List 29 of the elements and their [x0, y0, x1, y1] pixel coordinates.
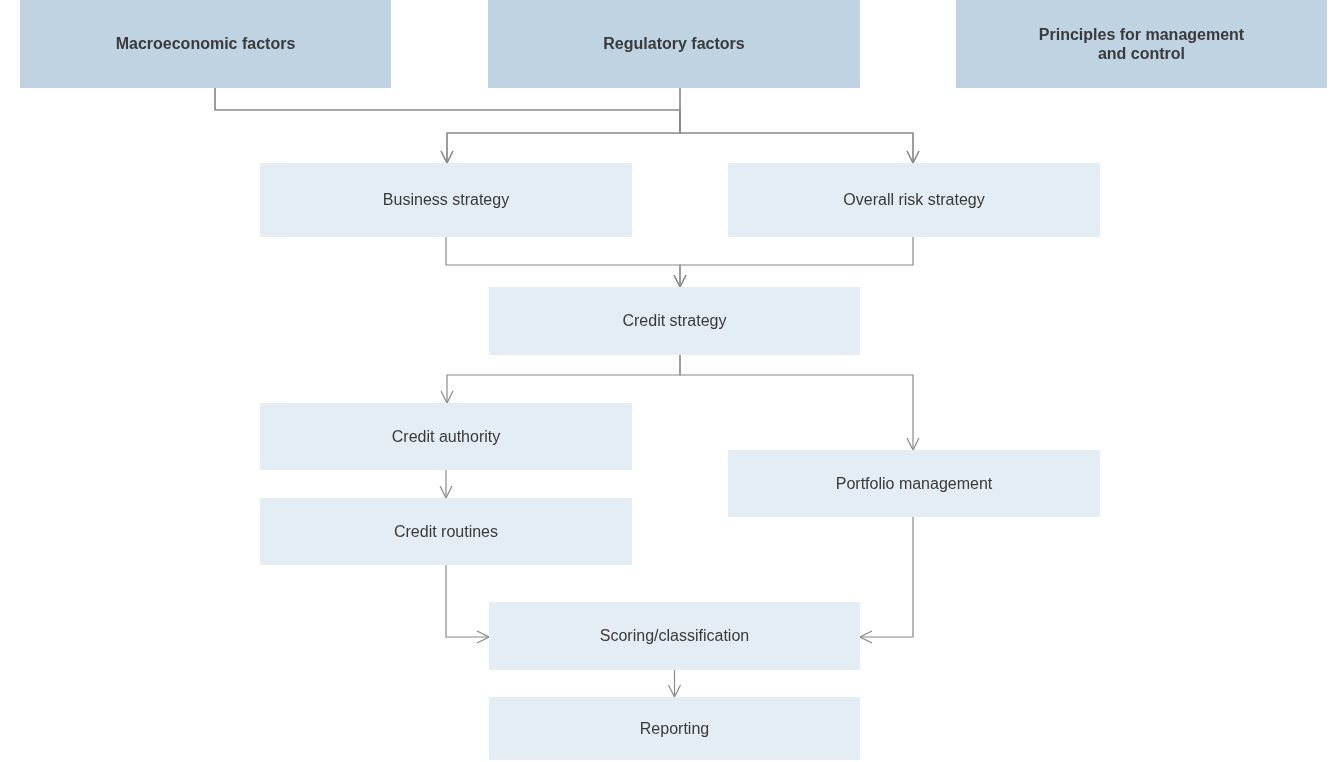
- box-label: Regulatory factors: [603, 34, 745, 54]
- box-label: Scoring/classification: [599, 626, 750, 646]
- process-box: [728, 163, 1100, 237]
- box-label: Credit routines: [393, 521, 498, 542]
- connector-arrow: [667, 669, 682, 698]
- process-box: [260, 163, 632, 237]
- box-label: Business strategy: [382, 190, 510, 210]
- connector-arrow: [859, 516, 914, 644]
- box-label: Macroeconomic factors: [115, 34, 296, 54]
- process-box: [489, 602, 860, 670]
- box-label: Credit strategy: [622, 311, 727, 331]
- process-box: [260, 498, 632, 565]
- connector-arrow: [439, 469, 453, 499]
- process-box: [260, 403, 632, 470]
- box-label: Reporting: [639, 718, 710, 739]
- factor-box: [488, 0, 860, 88]
- process-box: [489, 287, 860, 355]
- connector-arrow: [673, 236, 914, 288]
- process-box: [489, 697, 860, 760]
- factor-box: [20, 0, 391, 88]
- box-label: Overall risk strategy: [843, 190, 985, 210]
- connector-arrow: [679, 87, 920, 164]
- connector-arrow: [445, 564, 490, 644]
- process-box: [728, 450, 1100, 517]
- box-label: Principles for management and control: [1037, 24, 1246, 64]
- factor-box: [956, 0, 1327, 88]
- box-label: Portfolio management: [835, 473, 993, 494]
- box-label: Credit authority: [391, 426, 501, 447]
- connector-arrow: [679, 354, 920, 451]
